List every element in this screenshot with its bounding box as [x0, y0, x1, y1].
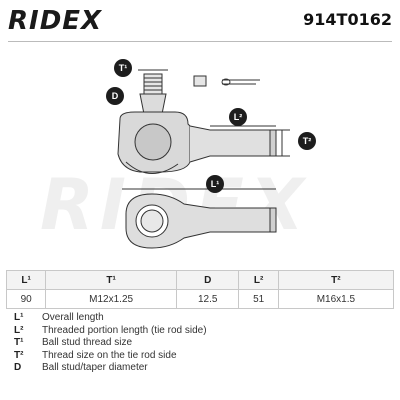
l1-badge: L¹ — [206, 175, 224, 193]
legend-row: D Ball stud/taper diameter — [14, 362, 207, 375]
legend-key: T¹ — [14, 337, 24, 348]
t2-badge: T² — [298, 132, 316, 150]
spec-header-d: D — [175, 270, 240, 290]
legend-text: Threaded portion length (tie rod side) — [42, 324, 207, 336]
header-divider — [8, 41, 392, 42]
legend: L¹ Overall length L² Threaded portion le… — [14, 312, 207, 375]
brand-name: RIDEX — [8, 6, 103, 36]
spec-header-t2: T² — [277, 270, 395, 290]
legend-row: T² Thread size on the tie rod side — [14, 350, 207, 363]
part-number: 914T0162 — [303, 10, 392, 29]
spec-value-l2: 51 — [238, 289, 279, 309]
spec-value-t1: M12x1.25 — [45, 289, 177, 309]
d-badge: D — [106, 87, 124, 105]
legend-key: L² — [14, 324, 24, 336]
tie-rod-end-drawing — [117, 69, 290, 249]
legend-key: D — [14, 362, 22, 373]
legend-row: L² Threaded portion length (tie rod side… — [14, 325, 207, 338]
legend-row: T¹ Ball stud thread size — [14, 337, 207, 350]
legend-text: Thread size on the tie rod side — [42, 349, 177, 361]
spec-value-t2: M16x1.5 — [277, 289, 395, 309]
spec-header-row: L¹ T¹ D L² T² — [5, 270, 395, 290]
brand-logo: RIDEX — [8, 6, 102, 36]
spec-value-d: 12.5 — [175, 289, 240, 309]
legend-text: Overall length — [42, 312, 104, 323]
spec-header-l2: L² — [238, 270, 279, 290]
spec-header-l1: L¹ — [5, 270, 47, 290]
legend-key: L¹ — [14, 312, 24, 323]
t1-badge: T¹ — [114, 59, 132, 77]
spec-value-row: 90 M12x1.25 12.5 51 M16x1.5 — [5, 289, 395, 309]
spec-table: L¹ T¹ D L² T² 90 M12x1.25 12.5 51 M16x1.… — [5, 270, 395, 309]
spec-value-l1: 90 — [5, 289, 47, 309]
technical-drawing: RIDEX — [0, 44, 400, 266]
spec-header-t1: T¹ — [45, 270, 177, 290]
legend-text: Ball stud thread size — [42, 337, 133, 348]
header: RIDEX 914T0162 — [0, 0, 400, 42]
legend-row: L¹ Overall length — [14, 312, 207, 325]
legend-text: Ball stud/taper diameter — [42, 362, 148, 373]
legend-key: T² — [14, 349, 24, 361]
l2-badge: L² — [229, 108, 247, 126]
